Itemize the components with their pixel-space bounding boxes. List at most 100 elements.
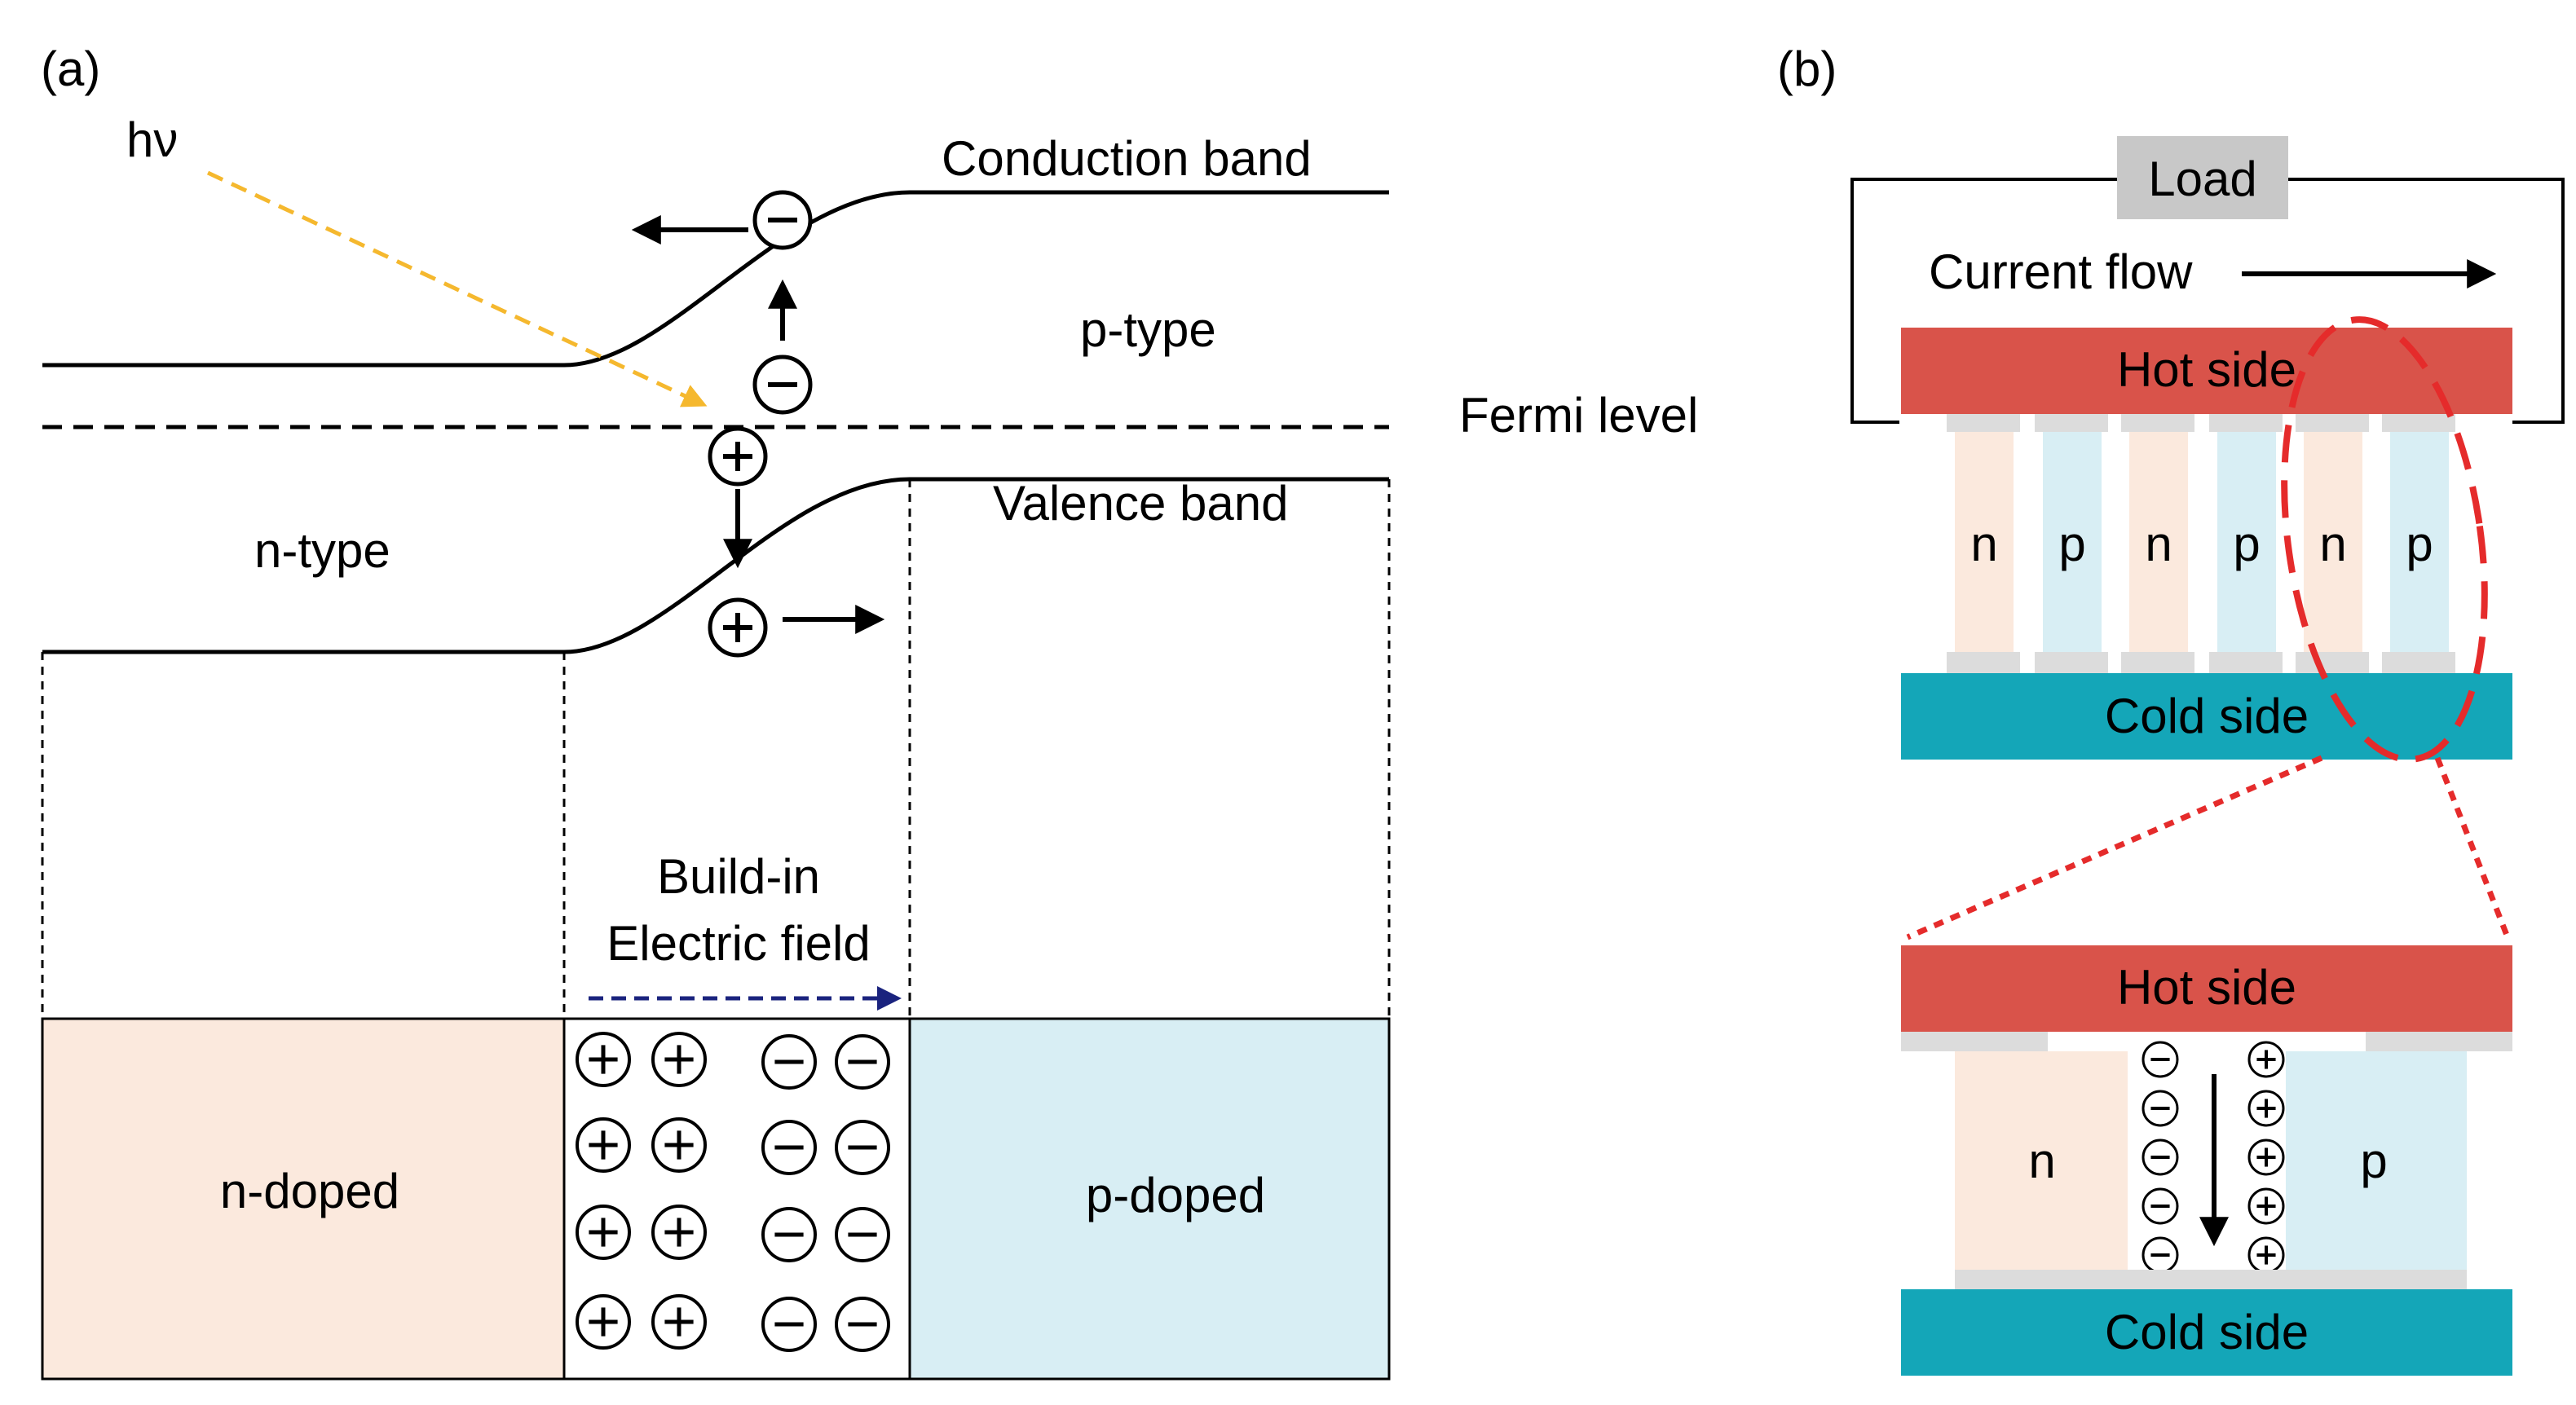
leg-contact-top bbox=[1947, 414, 2020, 432]
load-box bbox=[2117, 136, 2288, 219]
conduction-band-label: Conduction band bbox=[942, 131, 1312, 186]
leg-contact-top bbox=[2035, 414, 2108, 432]
leg-label: p bbox=[2406, 517, 2433, 571]
depletion-negative-charge bbox=[761, 1297, 817, 1352]
hot-side-label: Hot side bbox=[2117, 342, 2296, 397]
cold-side-label: Cold side bbox=[2105, 689, 2309, 743]
thermoelectric-leg-p bbox=[2390, 432, 2449, 652]
depletion-positive-charge bbox=[576, 1117, 631, 1173]
n-type-label: n-type bbox=[254, 523, 390, 578]
depletion-positive-charge bbox=[576, 1294, 631, 1350]
depletion-negative-charge bbox=[835, 1120, 890, 1175]
cold-side-plate bbox=[1901, 673, 2512, 760]
leg-contact-bottom bbox=[2382, 652, 2455, 673]
zoom-positive-charge bbox=[2247, 1187, 2285, 1225]
zoom-contact-bottom bbox=[1955, 1270, 2467, 1289]
panel-a: (a) hν bbox=[41, 42, 1698, 1381]
thermoelectric-leg-p bbox=[2217, 432, 2276, 652]
zoom-n-leg bbox=[1955, 1051, 2128, 1270]
depletion-negative-charge bbox=[835, 1207, 890, 1262]
hole-lower bbox=[708, 597, 768, 658]
dashed-guides bbox=[41, 479, 1391, 1019]
leg-contact-bottom bbox=[2121, 652, 2194, 673]
depletion-positive-charge bbox=[651, 1117, 707, 1173]
leg-label: p bbox=[2058, 517, 2085, 571]
p-type-label: p-type bbox=[1080, 302, 1216, 357]
hole-upper bbox=[708, 426, 768, 487]
depletion-negative-charge bbox=[761, 1120, 817, 1175]
panel-b-tag: (b) bbox=[1777, 42, 1837, 96]
thermoelectric-leg-p bbox=[2043, 432, 2102, 652]
leg-label: n bbox=[2145, 517, 2172, 571]
fermi-level-label: Fermi level bbox=[1459, 388, 1698, 443]
zoom-highlight-ellipse bbox=[2281, 316, 2488, 763]
zoom-negative-charge bbox=[2142, 1090, 2179, 1127]
zoom-negative-charge bbox=[2142, 1187, 2179, 1225]
conduction-band-line bbox=[42, 190, 1389, 368]
zoom-cold-side-label: Cold side bbox=[2105, 1305, 2309, 1359]
p-doped-region bbox=[910, 1019, 1389, 1379]
zoom-contact-top-right bbox=[2366, 1032, 2512, 1051]
leg-contact-top bbox=[2296, 414, 2369, 432]
leg-label: n bbox=[2319, 517, 2346, 571]
zoom-positive-charge bbox=[2247, 1041, 2285, 1078]
p-doped-label: p-doped bbox=[1086, 1168, 1265, 1222]
depletion-charges bbox=[576, 1032, 890, 1352]
leg-contact-top bbox=[2382, 414, 2455, 432]
n-doped-label: n-doped bbox=[220, 1164, 399, 1218]
valence-band-label: Valence band bbox=[993, 476, 1289, 531]
depletion-positive-charge bbox=[576, 1205, 631, 1260]
leg-contact-top bbox=[2121, 414, 2194, 432]
depletion-positive-charge bbox=[576, 1032, 631, 1087]
leg-contact-bottom bbox=[2209, 652, 2283, 673]
leg-contact-bottom bbox=[1947, 652, 2020, 673]
zoom-negative-charge bbox=[2142, 1139, 2179, 1176]
current-flow-label: Current flow bbox=[1929, 244, 2193, 299]
leg-contact-top bbox=[2209, 414, 2283, 432]
zoom-positive-charge bbox=[2247, 1139, 2285, 1176]
zoom-n-label: n bbox=[2028, 1134, 2055, 1188]
depletion-negative-charge bbox=[835, 1297, 890, 1352]
zoom-connector-left bbox=[1906, 755, 2323, 940]
thermoelectric-leg-n bbox=[2304, 432, 2362, 652]
depletion-positive-charge bbox=[651, 1205, 707, 1260]
depletion-negative-charge bbox=[835, 1034, 890, 1090]
zoom-p-label: p bbox=[2360, 1134, 2387, 1188]
doped-regions-outline bbox=[41, 1017, 1391, 1381]
zoom-hot-side-plate bbox=[1901, 945, 2512, 1032]
leg-label: n bbox=[1970, 517, 1997, 571]
leg-label: p bbox=[2233, 517, 2260, 571]
thermoelectric-leg-n bbox=[1955, 432, 2014, 652]
leg-contact-bottom bbox=[2035, 652, 2108, 673]
hot-side-plate bbox=[1901, 328, 2512, 414]
zoom-positive-charge bbox=[2247, 1090, 2285, 1127]
zoom-charges bbox=[2142, 1041, 2285, 1274]
field-label-line2: Electric field bbox=[607, 916, 870, 971]
zoom-connector-right bbox=[2434, 756, 2512, 943]
photon-label: hν bbox=[126, 112, 178, 167]
zoom-negative-charge bbox=[2142, 1236, 2179, 1274]
panel-a-tag: (a) bbox=[41, 42, 100, 96]
panel-b: (b) Load Current flow Hot side n p n p n p Co… bbox=[1777, 42, 2565, 1376]
depletion-positive-charge bbox=[651, 1032, 707, 1087]
zoom-positive-charge bbox=[2247, 1236, 2285, 1274]
load-label: Load bbox=[2148, 152, 2256, 206]
depletion-positive-charge bbox=[651, 1294, 707, 1350]
electron-upper bbox=[752, 190, 813, 250]
depletion-negative-charge bbox=[761, 1034, 817, 1090]
depletion-negative-charge bbox=[761, 1207, 817, 1262]
n-doped-region bbox=[42, 1019, 564, 1379]
zoom-negative-charge bbox=[2142, 1041, 2179, 1078]
electron-lower bbox=[752, 355, 813, 415]
field-label-line1: Build-in bbox=[657, 849, 820, 904]
zoom-cold-side-plate bbox=[1901, 1289, 2512, 1376]
leg-contact-bottom bbox=[2296, 652, 2369, 673]
zoom-p-leg bbox=[2286, 1051, 2467, 1270]
zoom-hot-side-label: Hot side bbox=[2117, 960, 2296, 1015]
thermoelectric-leg-n bbox=[2129, 432, 2188, 652]
zoom-contact-top-left bbox=[1901, 1032, 2048, 1051]
photon-arrow bbox=[206, 170, 708, 407]
